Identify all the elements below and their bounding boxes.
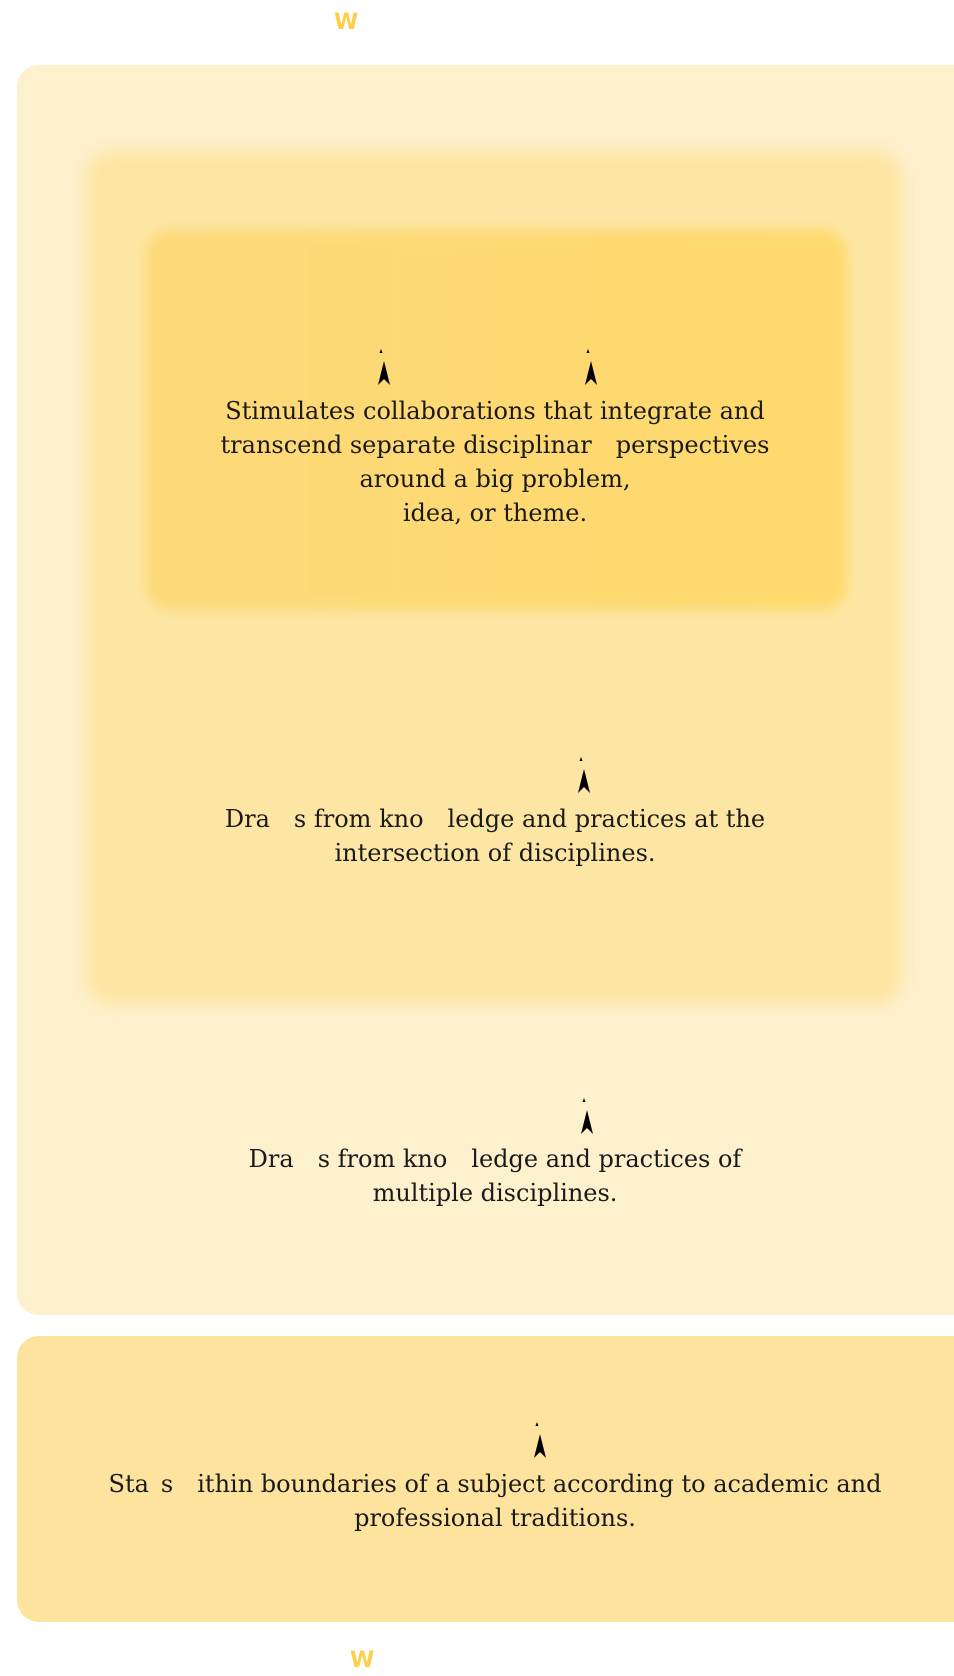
logo-mark-top: W [334,10,358,35]
description-line: intersection of disciplines. [334,839,656,867]
pointer-icon [578,757,590,793]
pointer-icon [534,1422,546,1458]
bottom-panel [17,1336,954,1622]
description-line: Dra s from kno ledge and practices at th… [224,805,766,833]
description-line: transcend separate disciplinar perspecti… [220,431,770,459]
pointer-icon [581,1098,593,1134]
description-line: around a big problem, [359,465,631,493]
description-line: multiple disciplines. [372,1179,618,1207]
logo-mark-bottom: W [350,1648,374,1673]
pointer-icon [585,349,597,385]
pointer-icon [378,349,390,385]
outer-level-description: Dra s from kno ledge and practices of mu… [150,1142,840,1210]
description-line: Sta s ithin boundaries of a subject acco… [108,1470,882,1498]
description-line: Stimulates collaborations that integrate… [225,397,765,425]
innermost-level-description: Stimulates collaborations that integrate… [150,394,840,530]
middle-level-description: Dra s from kno ledge and practices at th… [150,802,840,870]
description-line: idea, or theme. [402,499,588,527]
description-line: Dra s from kno ledge and practices of [248,1145,742,1173]
description-line: professional traditions. [354,1504,636,1532]
separate-level-description: Sta s ithin boundaries of a subject acco… [20,1467,954,1535]
inner-panel [145,230,847,610]
